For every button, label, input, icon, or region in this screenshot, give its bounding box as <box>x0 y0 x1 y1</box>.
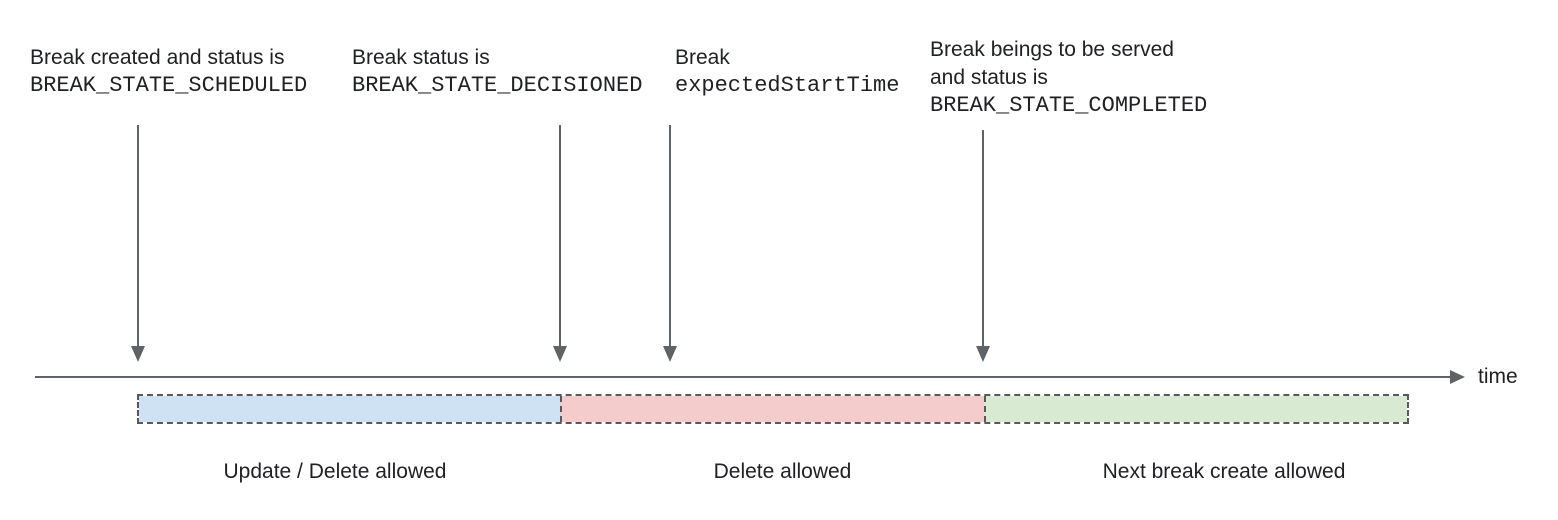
arrow-shaft <box>669 125 671 348</box>
down-arrow-expected-start-time <box>663 125 677 362</box>
arrow-shaft <box>982 130 984 348</box>
annotation-text: and status is <box>930 66 1048 89</box>
arrow-shaft <box>137 125 139 348</box>
annotation-code-text: BREAK_STATE_DECISIONED <box>352 73 643 98</box>
arrow-head-icon <box>976 346 990 362</box>
segment-label-update-delete-allowed: Update / Delete allowed <box>223 460 447 483</box>
segment-next-break-create-allowed <box>983 396 1407 422</box>
arrow-head-icon <box>553 346 567 362</box>
segment-delete-allowed <box>560 396 984 422</box>
down-arrow-break-decisioned <box>553 125 567 362</box>
segment-update-delete-allowed <box>139 396 561 422</box>
annotation-expected-start-time: Break expectedStartTime <box>675 44 899 100</box>
annotation-text: Break <box>675 46 730 69</box>
time-axis-line <box>35 376 1450 378</box>
time-axis-arrowhead-icon <box>1450 370 1465 384</box>
annotation-code-text: expectedStartTime <box>675 73 900 98</box>
annotation-break-completed: Break beings to be served and status is … <box>930 36 1207 120</box>
down-arrow-break-scheduled <box>131 125 145 362</box>
annotation-code-text: BREAK_STATE_SCHEDULED <box>30 73 308 98</box>
annotation-text: Break beings to be served <box>930 38 1174 61</box>
annotation-text: Break status is <box>352 46 490 69</box>
segment-label-delete-allowed: Delete allowed <box>713 460 852 483</box>
annotation-break-scheduled: Break created and status is BREAK_STATE_… <box>30 44 307 100</box>
arrow-head-icon <box>663 346 677 362</box>
annotation-break-decisioned: Break status is BREAK_STATE_DECISIONED <box>352 44 642 100</box>
arrow-head-icon <box>131 346 145 362</box>
time-axis-label: time <box>1478 365 1518 388</box>
segment-label-next-break-create-allowed: Next break create allowed <box>1102 460 1346 483</box>
annotation-code-text: BREAK_STATE_COMPLETED <box>930 93 1208 118</box>
timeline-phase-bar <box>137 394 1409 424</box>
down-arrow-break-completed <box>976 130 990 362</box>
annotation-text: Break created and status is <box>30 46 285 69</box>
arrow-shaft <box>559 125 561 348</box>
